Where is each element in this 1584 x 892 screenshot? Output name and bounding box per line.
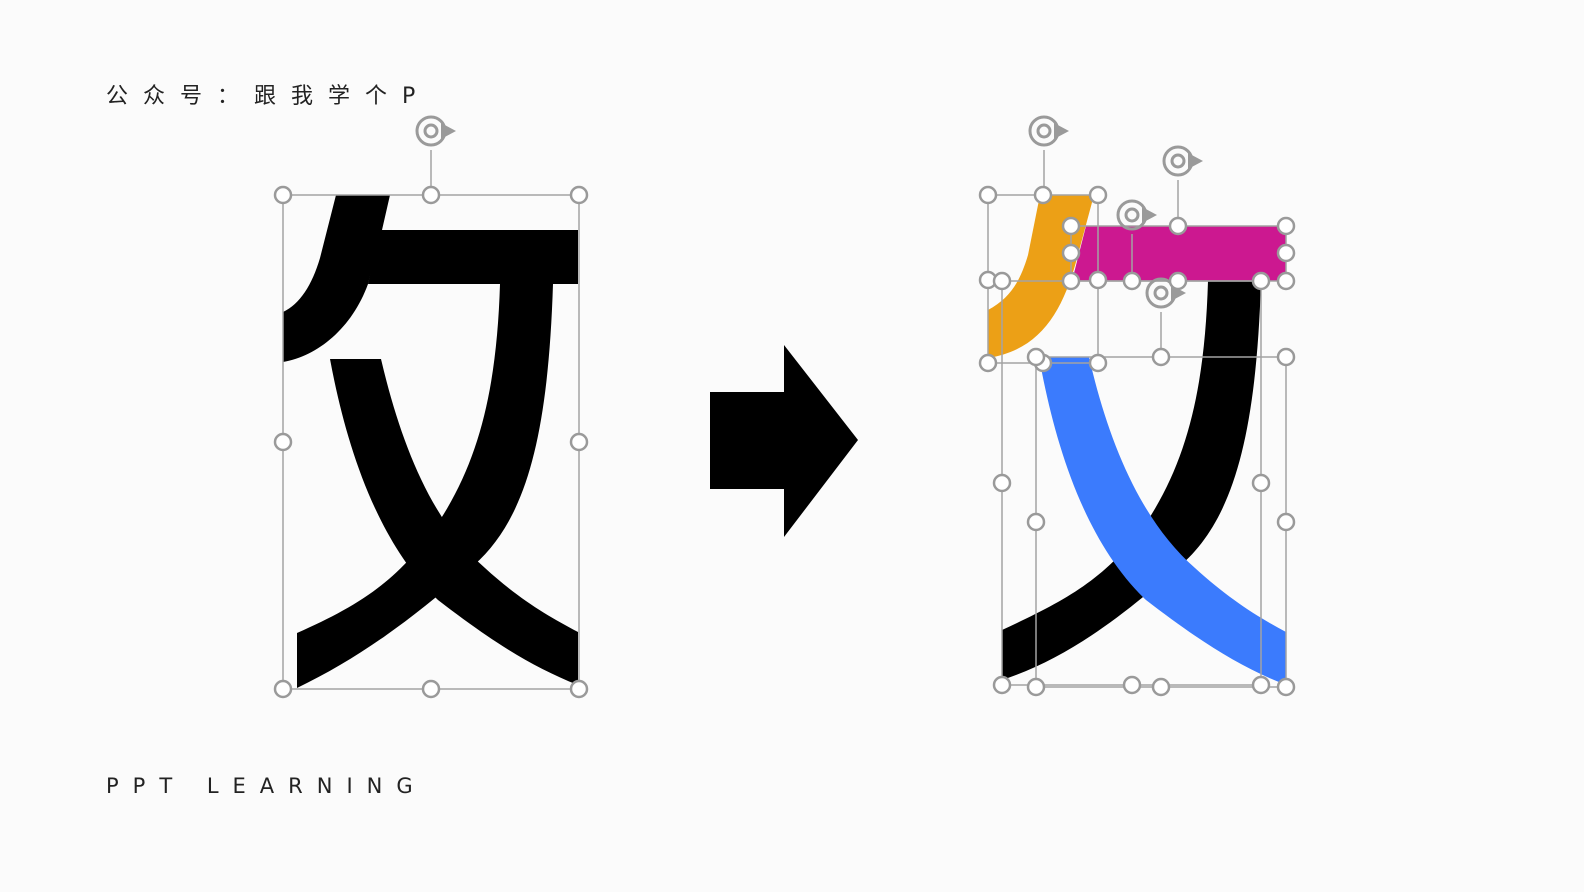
original-glyph-shape[interactable] <box>283 195 578 688</box>
glyph-horizontal-stroke <box>368 230 578 284</box>
blue-right-falling-stroke[interactable] <box>1039 357 1286 685</box>
glyph-left-falling-stroke <box>297 284 553 688</box>
rotate-handle-icon[interactable] <box>1116 199 1157 231</box>
magenta-horizontal-stroke[interactable] <box>1072 226 1286 281</box>
right-arrow-icon <box>710 345 858 537</box>
rotate-handle-icon[interactable] <box>1028 115 1069 147</box>
black-left-falling-stroke[interactable] <box>1002 281 1261 680</box>
resize-handle-icon[interactable] <box>978 185 1296 697</box>
header-brand-text: 公众号：跟我学个P <box>106 84 431 109</box>
rotate-handle-icon[interactable] <box>1162 145 1203 177</box>
orange-dot-stroke[interactable] <box>988 195 1094 358</box>
rotate-handle-icon[interactable] <box>415 115 456 147</box>
glyph-right-falling-stroke <box>330 359 578 685</box>
glyph-dot-stroke <box>283 195 390 362</box>
resize-handle-icon[interactable] <box>273 185 589 699</box>
split-glyph-group[interactable] <box>988 195 1286 685</box>
footer-brand-text: PPT LEARNING <box>106 774 427 798</box>
